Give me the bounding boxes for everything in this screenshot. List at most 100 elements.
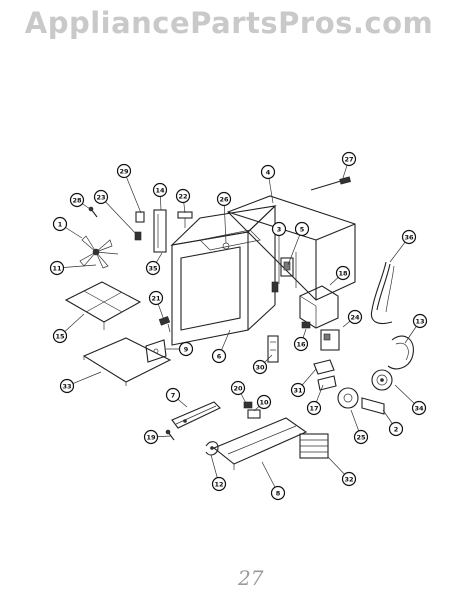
callout-10-circle [256,394,272,410]
callout-26-label: 26 [219,195,229,203]
callout-20-circle [230,380,246,396]
callout-17-circle [306,400,322,416]
callout-36-circle [401,229,417,245]
callout-28-circle [69,192,85,208]
callout-13-label: 13 [415,317,424,325]
bottom-plate [82,337,172,386]
callout-12: 12 [211,476,227,492]
callout-34-label: 34 [414,404,424,412]
callout-7: 7 [165,387,181,403]
callout-22: 22 [175,188,191,204]
callout-33-label: 33 [62,382,71,390]
callout-26-leader [223,198,227,244]
callout-13: 13 [412,313,428,329]
callout-28-label: 28 [72,196,82,204]
callout-31-label: 31 [293,386,303,394]
callout-17: 17 [306,400,322,416]
small-parts-middle [267,321,337,391]
callout-9-label: 9 [184,345,189,353]
callout-23-circle [93,189,109,205]
callout-9-circle [178,341,194,357]
callout-6-circle [211,348,227,364]
callout-8-label: 8 [276,489,281,497]
callout-4-circle [260,164,276,180]
callout-18-circle [335,265,351,281]
callout-5: 5 [294,221,310,237]
callout-5-circle [294,221,310,237]
callout-2-circle [388,421,404,437]
callout-23-label: 23 [96,193,105,201]
leader-lines [56,158,421,494]
callout-1: 1 [52,216,68,232]
callout-34: 34 [411,400,427,416]
callout-20-label: 20 [233,384,243,392]
cover-plate-9 [145,339,167,363]
callout-13-circle [412,313,428,329]
callout-8-circle [270,485,286,501]
callout-16: 16 [293,336,309,352]
screw-19 [165,429,175,441]
transformer-32 [299,433,329,459]
screw-28 [88,206,98,218]
callout-6: 6 [211,348,227,364]
fan-wheel [371,369,393,391]
callout-32-label: 32 [344,475,353,483]
callout-1-circle [52,216,68,232]
callout-29-label: 29 [119,167,129,175]
callout-3-circle [271,221,287,237]
fan-motor [337,387,385,415]
motor-18 [299,285,339,329]
callout-35: 35 [145,260,161,276]
callout-10-label: 10 [259,398,269,406]
callout-36-label: 36 [404,233,414,241]
stirrer-cover [64,281,142,330]
callout-19-label: 19 [146,433,156,441]
callout-7-circle [165,387,181,403]
callout-17-label: 17 [309,404,318,412]
callout-25-label: 25 [356,433,366,441]
callout-4: 4 [260,164,276,180]
callout-15-circle [52,328,68,344]
callout-29: 29 [116,163,132,179]
callout-6-label: 6 [217,352,222,360]
callout-32: 32 [341,471,357,487]
callout-2: 2 [388,421,404,437]
callout-30-circle [252,359,268,375]
callout-9: 9 [178,341,194,357]
callout-27-circle [341,151,357,167]
control-bracket-7 [171,401,221,429]
switch-22 [177,211,193,228]
callout-25-circle [353,429,369,445]
callout-24-circle [347,309,363,325]
callout-4-label: 4 [266,168,271,176]
callout-21-label: 21 [151,294,161,302]
callout-16-label: 16 [296,340,306,348]
callout-12-label: 12 [214,480,223,488]
callout-21-circle [148,290,164,306]
callout-1-label: 1 [58,220,63,228]
callout-11-circle [49,260,65,276]
callout-35-label: 35 [148,264,158,272]
oven-cavity-frame [170,205,277,346]
probe [310,176,351,191]
callout-26-circle [216,191,232,207]
callout-18: 18 [335,265,351,281]
callout-27-label: 27 [344,155,353,163]
callout-35-circle [145,260,161,276]
callout-31: 31 [290,382,306,398]
callout-29-leader [123,170,142,214]
callout-21: 21 [148,290,164,306]
base-plate-8 [212,417,308,470]
callout-8: 8 [270,485,286,501]
callout-32-circle [341,471,357,487]
callout-22-label: 22 [178,192,187,200]
page-number: 27 [238,566,264,590]
callout-30-label: 30 [255,363,265,371]
callout-22-circle [175,188,191,204]
callout-2-label: 2 [394,425,399,433]
blower-housing [387,335,414,370]
callout-24-label: 24 [350,313,360,321]
callout-15: 15 [52,328,68,344]
